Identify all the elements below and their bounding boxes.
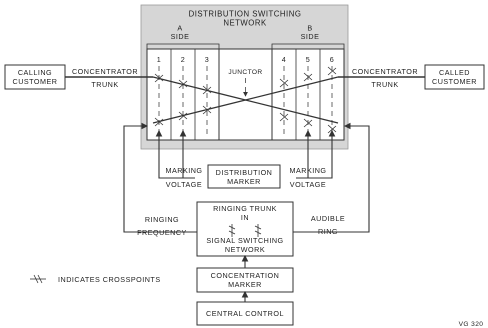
audible-ring-line2: RING	[318, 227, 338, 236]
right-trunk-label: TRUNK	[371, 80, 398, 89]
distribution-marker-line2: MARKER	[227, 177, 261, 186]
audible-ring-path	[293, 122, 370, 233]
signal-switching-line2: NETWORK	[225, 245, 265, 254]
stage-number: 5	[306, 55, 311, 64]
calling-customer-box	[4, 64, 66, 90]
distribution-marker-line1: DISTRIBUTION	[216, 168, 273, 177]
side-b-bracket	[271, 43, 345, 49]
called-customer-line1: CALLED	[439, 68, 470, 77]
ringing-frequency-line2: FREQUENCY	[137, 228, 187, 237]
marking-voltage-right-line1: MARKING	[289, 166, 326, 175]
junctor-label: JUNCTOR	[228, 69, 262, 76]
distribution-marker-box	[207, 164, 281, 189]
stage-number: 1	[157, 55, 162, 64]
left-concentrator-label: CONCENTRATOR	[72, 67, 138, 76]
crosspoint-legend-icon	[30, 274, 46, 284]
stage-number: 4	[282, 55, 287, 64]
central-control-label: CENTRAL CONTROL	[206, 309, 284, 318]
figure-code: VG 320	[459, 321, 484, 328]
right-concentrator-label: CONCENTRATOR	[352, 67, 418, 76]
ringing-frequency-path	[123, 122, 197, 233]
signal-crosspoint-marks	[228, 224, 262, 237]
called-customer-line2: CUSTOMER	[432, 77, 477, 86]
ringing-trunk-line1: RINGING TRUNK	[213, 204, 277, 213]
left-trunk-label: TRUNK	[91, 80, 118, 89]
calling-customer-line2: CUSTOMER	[13, 77, 58, 86]
network-title-line1: DISTRIBUTION SWITCHING	[189, 10, 302, 19]
side-a-bracket	[146, 43, 220, 49]
central-control-box	[196, 301, 294, 326]
side-a-word: SIDE	[171, 32, 190, 41]
stage-number: 3	[205, 55, 210, 64]
signal-switching-line1: SIGNAL SWITCHING	[206, 236, 283, 245]
audible-ring-line1: AUDIBLE	[311, 214, 345, 223]
calling-customer-line1: CALLING	[18, 68, 52, 77]
side-a-letter: A	[177, 24, 182, 33]
concentration-marker-line2: MARKER	[228, 280, 262, 289]
stage-number: 6	[330, 55, 335, 64]
side-b-word: SIDE	[301, 32, 320, 41]
marking-voltage-left-line1: MARKING	[165, 166, 202, 175]
concentration-marker-box	[196, 267, 294, 293]
called-customer-box	[424, 64, 485, 90]
network-title-line2: NETWORK	[223, 19, 267, 28]
crosspoint-legend-text: INDICATES CROSSPOINTS	[58, 275, 161, 284]
marking-voltage-right-line2: VOLTAGE	[290, 180, 326, 189]
ringing-frequency-line1: RINGING	[145, 215, 179, 224]
junctor-box	[218, 48, 273, 141]
side-b-letter: B	[307, 24, 312, 33]
concentration-marker-line1: CONCENTRATION	[211, 271, 280, 280]
signal-switching-box	[196, 201, 294, 257]
ringing-trunk-line2: IN	[241, 213, 249, 222]
marking-voltage-left-line2: VOLTAGE	[166, 180, 202, 189]
stage-number: 2	[181, 55, 186, 64]
